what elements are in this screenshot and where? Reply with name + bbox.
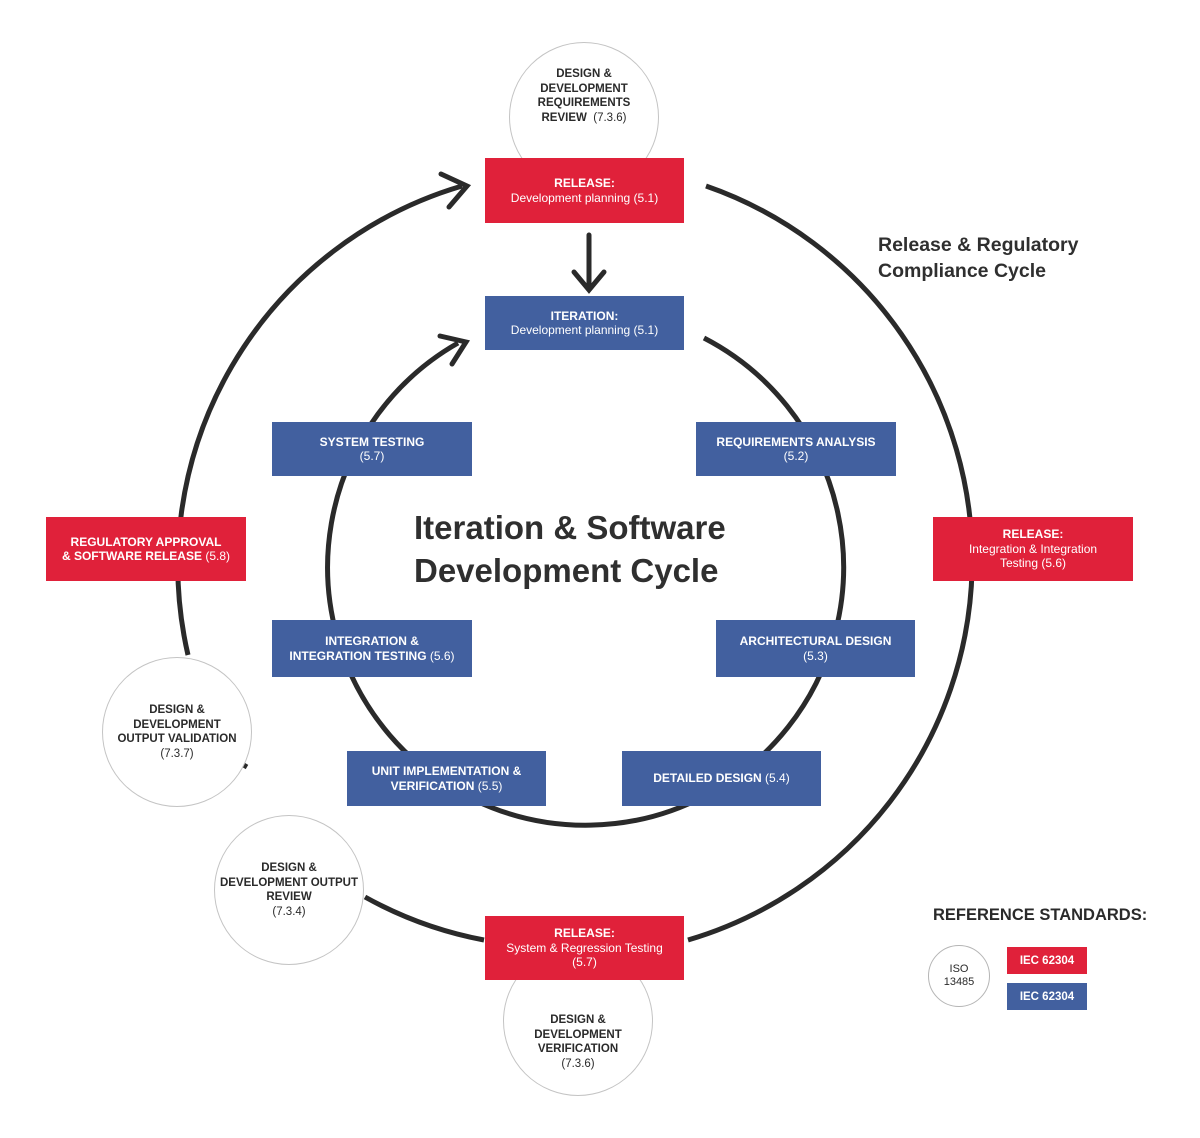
legend-iso-circle: ISO 13485 — [928, 945, 990, 1007]
detailed-design: DETAILED DESIGN (5.4) — [622, 751, 821, 806]
circle-output-validation: DESIGN & DEVELOPMENT OUTPUT VALIDATION (… — [102, 657, 252, 807]
integration-testing: INTEGRATION & INTEGRATION TESTING (5.6) — [272, 620, 472, 677]
inner-cycle-arrowhead — [437, 333, 471, 367]
regulatory-approval-release: REGULATORY APPROVAL & SOFTWARE RELEASE (… — [46, 517, 246, 581]
system-testing: SYSTEM TESTING (5.7) — [272, 422, 472, 476]
iteration-development-planning: ITERATION: Development planning (5.1) — [485, 296, 684, 350]
inner-cycle-ring-right — [325, 335, 847, 828]
requirements-analysis: REQUIREMENTS ANALYSIS (5.2) — [696, 422, 896, 476]
release-integration-testing: RELEASE: Integration & Integration Testi… — [933, 517, 1133, 581]
outer-cycle-title: Release & Regulatory Compliance Cycle — [878, 234, 1079, 282]
release-system-testing: RELEASE: System & Regression Testing (5.… — [485, 916, 684, 980]
inner-cycle-title: Iteration & Software Development Cycle — [414, 509, 726, 589]
circle-output-review: DESIGN & DEVELOPMENT OUTPUT REVIEW (7.3.… — [214, 815, 364, 965]
legend-blue-iec: IEC 62304 — [1007, 983, 1087, 1010]
architectural-design: ARCHITECTURAL DESIGN (5.3) — [716, 620, 915, 677]
reference-standards-title: REFERENCE STANDARDS: — [933, 906, 1148, 924]
release-development-planning: RELEASE: Development planning (5.1) — [485, 158, 684, 223]
down-arrow — [571, 232, 607, 294]
unit-implementation-verification: UNIT IMPLEMENTATION & VERIFICATION (5.5) — [347, 751, 546, 806]
legend-red-iec: IEC 62304 — [1007, 947, 1087, 974]
outer-cycle-arrowhead — [438, 171, 472, 210]
